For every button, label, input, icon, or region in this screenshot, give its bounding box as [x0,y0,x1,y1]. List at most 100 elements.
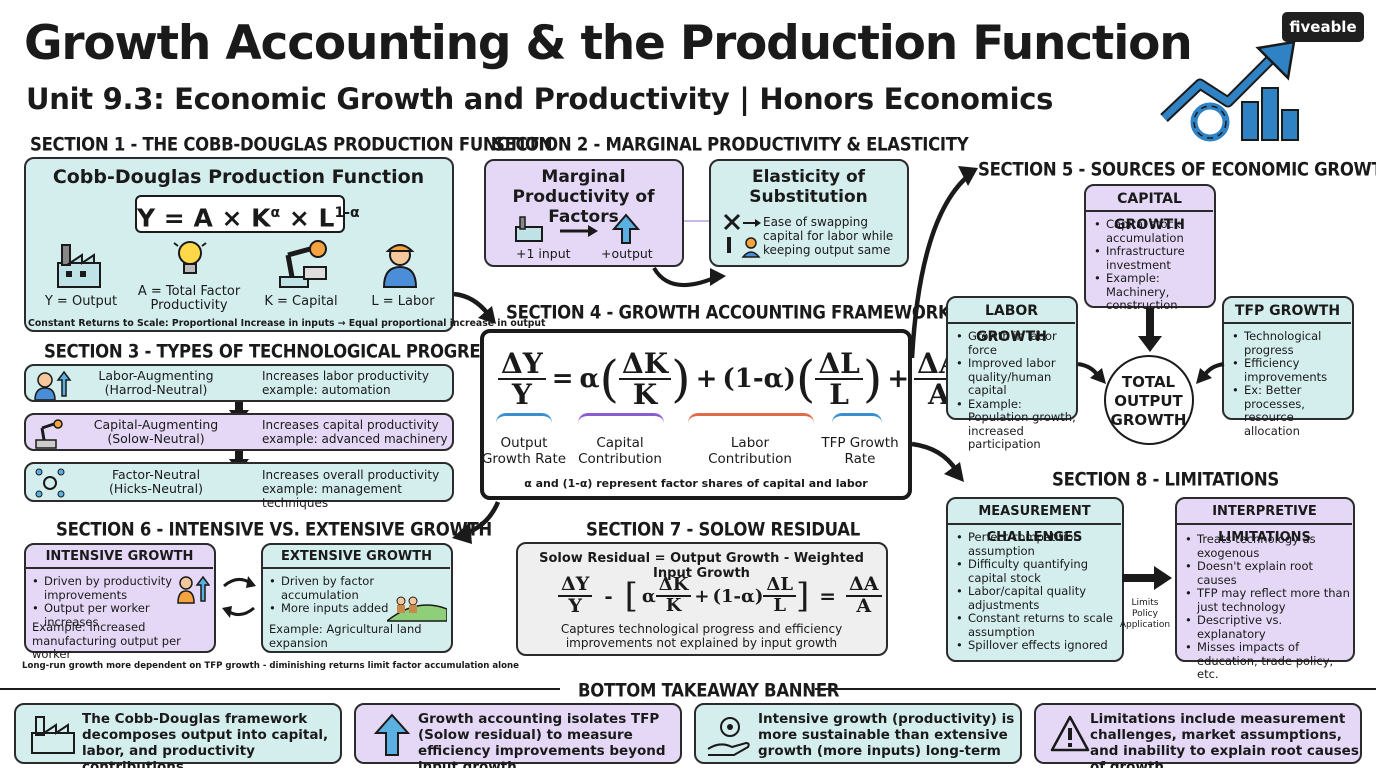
factory-icon [31,716,75,754]
measurement-item: Difficulty quantifying capital stock [956,557,1120,585]
tfp-growth-title: TFP GROWTH [1224,298,1351,324]
down-arrow-shaft [235,402,243,414]
intensive-growth-title: INTENSIVE GROWTH [26,545,213,569]
takeaway-text: Intensive growth (productivity) is more … [758,711,1015,759]
labor-growth-box: LABOR GROWTH Growth in labor force Impro… [946,296,1078,451]
section4-title: SECTION 4 - GROWTH ACCOUNTING FRAMEWORK [506,301,951,323]
farm-field-icon [387,596,447,622]
takeaway-card: Limitations include measurement challeng… [1034,703,1362,768]
intensive-item: Output per worker increases [32,601,180,629]
bottom-banner-title: BOTTOM TAKEAWAY BANNER [578,679,840,701]
label-capital: K = Capital [264,294,338,309]
cycle-arrows-icon [222,576,256,618]
factory-icon [57,244,101,288]
capital-growth-title: CAPITAL GROWTH [1086,186,1213,233]
arrow-labor-to-total [1077,362,1106,384]
factor-shares-note: α and (1-α) represent factor shares of c… [524,477,868,490]
marginal-productivity-box: Marginal Productivity of Factors +1 inpu… [484,159,684,267]
labor-item: Example: Population growth, increased pa… [956,397,1076,452]
tfp-brace [832,413,882,425]
cobb-douglas-formula: Y = A × Kα × L1-α [135,195,360,233]
arrow-tfp-to-total [1196,362,1225,384]
arrow-s4-to-s6 [452,501,501,544]
elasticity-text: Ease of swapping capital for labor while… [763,215,894,257]
fiveable-logo[interactable]: fiveable [1282,12,1364,42]
tech-name: Factor-Neutral [111,467,201,482]
labor-growth-title: LABOR GROWTH [948,298,1075,345]
arrow-s4-to-s5 [909,166,978,359]
limits-policy-label: Limits Policy Application [1119,598,1171,630]
subtitle: Unit 9.3: Economic Growth and Productivi… [26,82,1054,116]
worker-up-icon [34,370,72,400]
labor-brace [688,413,814,425]
solow-definition: Solow Residual = Output Growth - Weighte… [539,551,864,581]
limits-arrow [1122,566,1172,590]
solow-residual-box: Solow Residual = Output Growth - Weighte… [516,542,888,656]
capital-item: Example: Machinery, construction [1094,271,1212,313]
label-labor: L = Labor [371,294,435,309]
intensive-growth-box: INTENSIVE GROWTH Driven by productivity … [24,543,216,661]
interpretive-item: Descriptive vs. explanatory [1185,613,1351,641]
interpretive-item: Treats technology as exogenous [1185,532,1351,560]
takeaway-card: The Cobb-Douglas framework decomposes ou… [14,703,342,768]
extensive-growth-title: EXTENSIVE GROWTH [263,545,450,569]
takeaway-card: Intensive growth (productivity) is more … [694,703,1022,764]
interpretive-item: Doesn't explain root causes [1185,559,1351,587]
connector-line [684,220,710,222]
marginal-productivity-title: Marginal Productivity of Factors [512,167,655,227]
tech-desc: Increases overall productivity [262,468,440,482]
measurement-item: Spillover effects ignored [956,638,1120,653]
labor-item: Growth in labor force [956,329,1076,357]
tech-example: example: management techniques [262,482,402,510]
tfp-item: Efficiency improvements [1232,356,1350,384]
takeaway-card: Growth accounting isolates TFP (Solow re… [354,703,682,768]
cobb-douglas-title: Cobb-Douglas Production Function [52,166,425,188]
mp-output-label: +output [601,246,653,261]
arrow-s4-to-s8 [911,441,964,482]
up-arrow-icon [374,713,410,756]
warning-icon [1050,715,1090,752]
tfp-growth-box: TFP GROWTH Technological progress Effici… [1222,296,1354,437]
label-tfp-growth: TFP Growth Rate [821,435,899,467]
tech-capital-augmenting: Capital-Augmenting(Solow-Neutral) Increa… [24,413,454,451]
label-output-growth: Output Growth Rate [481,435,567,467]
lightbulb-icon [173,241,207,274]
tech-example: example: advanced machinery [262,432,448,446]
tech-sub: (Solow-Neutral) [107,431,205,446]
total-output-circle: TOTAL OUTPUT GROWTH [1104,355,1194,445]
tech-sub: (Hicks-Neutral) [109,481,203,496]
capital-item: Capital stock accumulation [1094,217,1212,245]
interpretive-limitations-box: INTERPRETIVE LIMITATIONS Treats technolo… [1175,497,1355,681]
tech-name: Capital-Augmenting [93,417,219,432]
main-title: Growth Accounting & the Production Funct… [24,16,1193,71]
takeaway-text: Growth accounting isolates TFP (Solow re… [418,711,666,768]
takeaway-text: The Cobb-Douglas framework decomposes ou… [82,711,329,768]
solow-note: Captures technological progress and effi… [560,622,843,650]
long-run-note: Long-run growth more dependent on TFP gr… [22,661,519,671]
measurement-item: Labor/capital quality adjustments [956,584,1120,612]
interpretive-item: Misses impacts of education, trade polic… [1185,640,1351,682]
extensive-item: Driven by factor accumulation [269,574,449,602]
takeaway-text: Limitations include measurement challeng… [1090,711,1359,768]
elasticity-box: Elasticity of Substitution Ease of swapp… [709,159,909,267]
tech-sub: (Harrod-Neutral) [104,382,208,397]
section6-title: SECTION 6 - INTENSIVE VS. EXTENSIVE GROW… [56,518,492,540]
intensive-example: Example: Increased manufacturing output … [32,620,181,661]
label-labor-contribution: Labor Contribution [708,435,792,467]
section1-title: SECTION 1 - THE COBB-DOUGLAS PRODUCTION … [30,133,553,155]
interpretive-item: TFP may reflect more than just technolog… [1185,586,1351,614]
output-brace [496,413,552,425]
extensive-example: Example: Agricultural land expansion [269,622,422,650]
measurement-item: Constant returns to scale assumption [956,611,1120,639]
tech-factor-neutral: Factor-Neutral(Hicks-Neutral) Increases … [24,462,454,510]
labor-item: Improved labor quality/human capital [956,356,1076,398]
interpretive-limitations-title: INTERPRETIVE LIMITATIONS [1177,499,1352,545]
cobb-douglas-box: Cobb-Douglas Production Function Y = A ×… [24,157,545,332]
tfp-item: Technological progress [1232,329,1350,357]
label-capital-contribution: Capital Contribution [578,435,662,467]
tech-name: Labor-Augmenting [98,368,214,383]
down-arrow-shaft [235,451,243,463]
label-tfp: A = Total Factor Productivity [137,284,241,313]
measurement-challenges-title: MEASUREMENT CHALLENGES [948,499,1121,545]
